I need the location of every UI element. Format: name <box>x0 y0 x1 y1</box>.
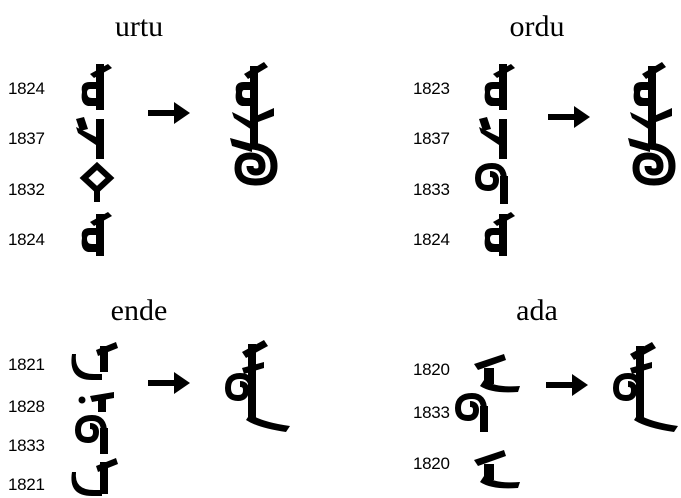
code-label: 1820 <box>413 360 450 379</box>
code-label: 1832 <box>8 180 45 199</box>
code-label: 1820 <box>413 454 450 473</box>
panel-title: ada <box>516 294 558 327</box>
code-label: 1837 <box>8 129 45 148</box>
arrow-right-icon <box>148 372 190 394</box>
mongolian-glyph-final <box>484 212 515 256</box>
code-label: 1824 <box>8 230 45 249</box>
arrow-right-icon <box>148 102 190 124</box>
mongolian-glyph-medial <box>479 117 507 159</box>
code-label: 1824 <box>413 230 450 249</box>
mongolian-word-ende <box>224 340 290 432</box>
code-label: 1833 <box>413 403 450 422</box>
panel-title: ende <box>110 294 168 327</box>
mongolian-glyph-final <box>474 450 520 489</box>
panel-title: ordu <box>509 10 565 43</box>
code-label: 1821 <box>8 475 45 494</box>
mongolian-glyph-medial <box>74 414 108 454</box>
code-label: 1821 <box>8 355 45 374</box>
mongolian-glyph-initial <box>81 64 112 110</box>
mongolian-glyph-medial <box>79 161 115 202</box>
code-label: 1833 <box>8 436 45 455</box>
mongolian-glyph-initial <box>71 342 118 380</box>
mongolian-glyph-medial <box>78 392 114 412</box>
mongolian-glyph-medial <box>454 392 488 432</box>
arrow-right-icon <box>546 374 588 396</box>
mongolian-word-urtu <box>230 62 278 186</box>
mongolian-glyph-initial <box>474 354 520 393</box>
code-label: 1837 <box>413 129 450 148</box>
arrow-right-icon <box>548 106 590 128</box>
mongolian-glyph-initial <box>484 64 515 110</box>
code-label: 1823 <box>413 79 450 98</box>
panel-title: urtu <box>114 10 164 43</box>
code-label: 1828 <box>8 397 45 416</box>
mongolian-word-ada <box>612 342 678 432</box>
mongolian-glyph-final <box>71 458 118 496</box>
code-label: 1824 <box>8 79 45 98</box>
mongolian-glyph-final <box>81 212 112 256</box>
mongolian-glyph-medial <box>474 162 508 204</box>
code-label: 1833 <box>413 180 450 199</box>
mongolian-word-ordu <box>628 62 676 186</box>
mongolian-glyph-medial <box>76 117 104 159</box>
